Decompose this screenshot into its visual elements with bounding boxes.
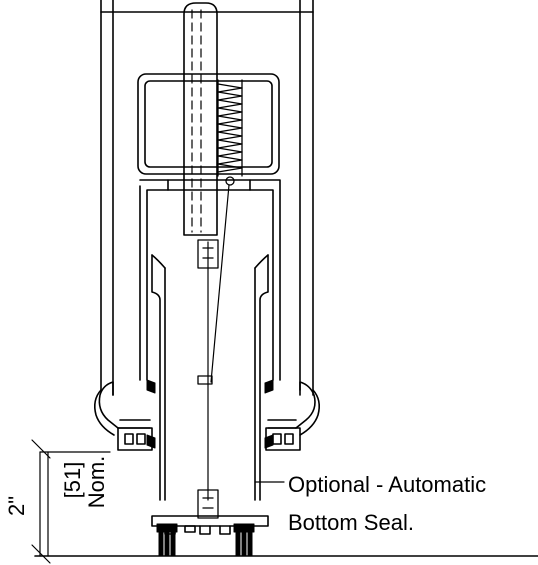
right-frame-hook bbox=[265, 381, 320, 451]
glass-clip-lower bbox=[197, 489, 219, 519]
callout-line2: Bottom Seal. bbox=[288, 510, 414, 535]
glass-clip-upper bbox=[197, 239, 219, 269]
callout-line1: Optional - Automatic bbox=[288, 472, 486, 497]
brush-seal-icons bbox=[156, 523, 255, 557]
dimension-lines bbox=[31, 439, 111, 564]
cable bbox=[207, 184, 230, 501]
carrier-box bbox=[137, 73, 280, 175]
outer-frame bbox=[100, 0, 314, 396]
glass-panel bbox=[183, 2, 218, 236]
left-frame-hook bbox=[94, 381, 153, 451]
dimension-imperial: 2" bbox=[4, 496, 29, 516]
dimension-metric: [51] bbox=[60, 462, 85, 499]
coil-spring-icon bbox=[217, 79, 243, 186]
bottom-rail-profile bbox=[139, 179, 281, 501]
gaskets bbox=[146, 379, 274, 449]
dimension-qualifier: Nom. bbox=[84, 456, 109, 509]
cable-connector bbox=[197, 375, 213, 385]
